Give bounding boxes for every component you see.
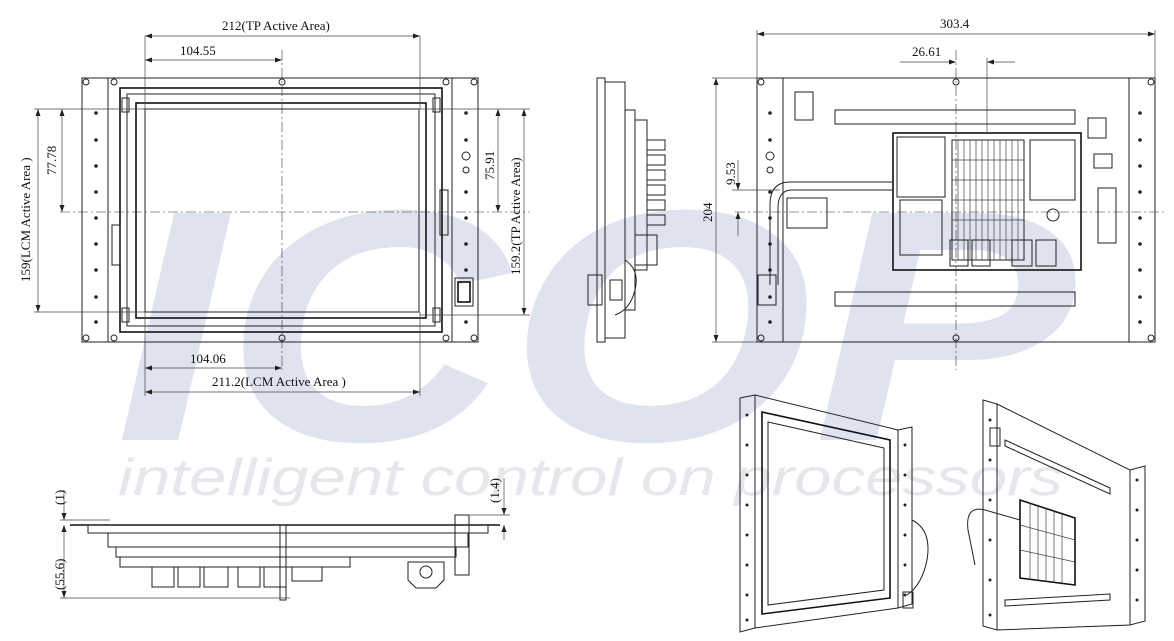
dim-tp-height: 159.2(TP Active Area) xyxy=(508,157,523,275)
dim-tp-width: 212(TP Active Area) xyxy=(222,18,330,33)
dim-depth: (55.6) xyxy=(52,559,67,590)
dim-center-offset: 26.61 xyxy=(912,44,941,59)
bottom-view: (1) (55.6) (1.4) xyxy=(52,478,510,601)
dim-top-gap: (1) xyxy=(52,490,67,505)
dim-lcm-width: 211.2(LCM Active Area ) xyxy=(212,374,346,389)
front-view: 212(TP Active Area) 104.55 104.06 211.2(… xyxy=(18,18,530,396)
rear-view: 303.4 26.61 9.53 204 xyxy=(700,16,1165,370)
dim-lcm-height: 159(LCM Active Area ) xyxy=(18,157,33,282)
dim-vertical-offset: 9.53 xyxy=(723,162,738,185)
dim-left-offset-top: 104.55 xyxy=(180,43,216,58)
dim-overall-height: 204 xyxy=(700,202,715,222)
iso-rear-view xyxy=(967,399,1146,631)
dim-right-gap: (1.4) xyxy=(487,478,502,503)
dim-half-height-left: 77.78 xyxy=(44,146,59,175)
dim-left-offset-bottom: 104.06 xyxy=(190,351,226,366)
iso-front-view xyxy=(739,394,929,633)
side-view xyxy=(587,77,666,343)
watermark-tagline: intelligent control on processors xyxy=(118,449,1063,507)
dim-half-height-right: 75.91 xyxy=(482,151,497,180)
dim-overall-width: 303.4 xyxy=(940,16,970,31)
